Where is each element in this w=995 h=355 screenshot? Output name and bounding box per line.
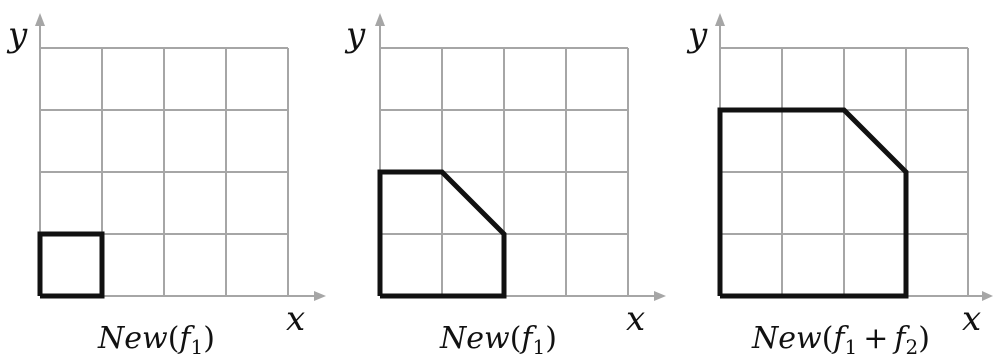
panel-2: y x New(f1) [344, 13, 666, 355]
x-axis-label-3: x [962, 299, 981, 339]
y-axis-label-1: y [6, 15, 28, 55]
x-axis-arrow-3 [982, 291, 993, 301]
y-axis-arrow-1 [35, 13, 45, 26]
newton-polygon-2 [377, 169, 507, 299]
y-axis-label-2: y [344, 15, 366, 55]
y-axis-label-3: y [686, 15, 708, 55]
caption-2: New(f1) [439, 321, 557, 355]
x-axis-label-2: x [626, 299, 645, 339]
x-axis-label-1: x [286, 299, 305, 339]
caption-2-f1-sub: 1 [533, 335, 546, 355]
caption-1-close: ) [203, 321, 215, 355]
caption-1-f1-sub: 1 [191, 335, 204, 355]
grid-3 [720, 47, 969, 296]
axes-2 [375, 13, 666, 301]
caption-2-open: ( [510, 321, 522, 355]
y-axis-arrow-2 [375, 13, 385, 26]
axes-3 [715, 13, 993, 301]
grid-1 [40, 47, 289, 296]
caption-1: New(f1) [97, 321, 215, 355]
caption-3-plus: + [863, 321, 888, 355]
caption-3: New(f1+f2) [751, 321, 930, 355]
panel-3: y x New(f1+f2) [686, 13, 993, 355]
caption-3-f2-sub: 2 [906, 335, 919, 355]
y-axis-arrow-3 [715, 13, 725, 26]
newton-polygon-1 [37, 231, 105, 299]
caption-3-close: ) [918, 321, 930, 355]
caption-1-func: New [97, 321, 168, 355]
axes-1 [35, 13, 326, 301]
caption-2-func: New [439, 321, 510, 355]
newton-polygon-3 [717, 107, 909, 299]
caption-3-open: ( [822, 321, 834, 355]
caption-3-func: New [751, 321, 822, 355]
caption-2-close: ) [545, 321, 557, 355]
x-axis-arrow-2 [654, 291, 666, 301]
panel-1: y x New(f1) [6, 13, 326, 355]
x-axis-arrow-1 [314, 291, 326, 301]
caption-1-open: ( [168, 321, 180, 355]
caption-3-f1-sub: 1 [845, 335, 858, 355]
